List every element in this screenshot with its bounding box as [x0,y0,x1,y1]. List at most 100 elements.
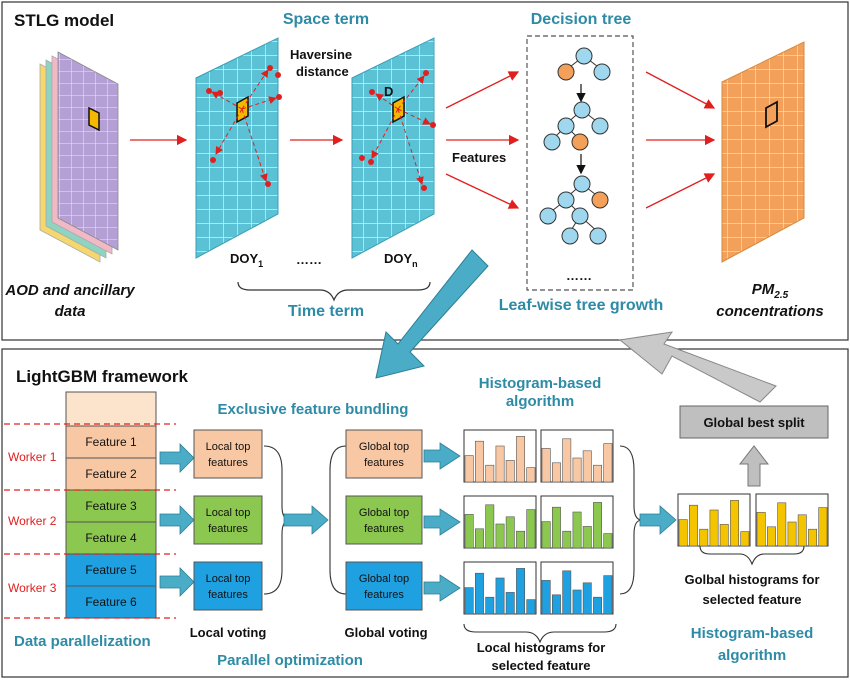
leaf-wise-label: Leaf-wise tree growth [499,297,663,314]
tree-1 [557,47,611,81]
histogram-bar [495,445,505,483]
histogram-bar [464,514,474,549]
histogram-bar [719,524,729,547]
histogram-bar [562,570,572,615]
time-term-label: Time term [288,303,364,320]
histogram-bar [541,448,551,483]
feature-1-label: Feature 1 [85,435,137,449]
efb-label: Exclusive feature bundling [218,401,409,418]
histogram-bar [464,455,474,483]
space-term-label: Space term [283,11,369,28]
histogram-bar [688,504,698,547]
golbal-hist-line1: Golbal histograms for [684,572,819,587]
global-top-box-3 [345,561,423,611]
doy1-label: DOY1 [230,251,263,269]
global-top-box-1 [345,429,423,479]
stlg-title: STLG model [14,11,114,30]
tree-3 [539,175,609,245]
global-top-3-line1: Global top [359,573,409,585]
local-top-2-line2: features [208,523,248,535]
global-top-3-line2: features [364,589,404,601]
local-hist-brace [463,623,617,644]
histogram-bar [740,531,750,547]
histogram-bar [562,438,572,483]
local-top-box-1 [193,429,263,479]
local-voting-label: Local voting [190,625,267,640]
data-parallelization-label: Data parallelization [14,633,151,650]
distance-label: D [384,84,393,99]
histogram-bar [541,521,551,549]
global-top-2-line2: features [364,523,404,535]
decision-tree-box [526,35,634,291]
local-top-2-line1: Local top [206,507,251,519]
global-voting-label: Global voting [344,625,427,640]
pm25-label-line2: concentrations [716,303,824,320]
golbal-hist-line2: selected feature [703,592,802,607]
histogram-bar [485,504,495,549]
worker-3-label: Worker 3 [8,581,57,595]
histogram-bar [474,440,484,483]
feature-4-label: Feature 4 [85,531,137,545]
tree-to-pm-arrows [645,71,716,209]
histogram-bar [551,594,561,615]
aod-data-stack [39,51,119,263]
histogram-bar [485,596,495,615]
hist-top-line2: algorithm [506,393,574,410]
histogram-bar [777,502,787,547]
local-top-3-line2: features [208,589,248,601]
histogram-bar [505,516,515,549]
global-hist-brace [699,545,805,566]
histogram-bar [495,523,505,549]
histogram-bar [582,450,592,483]
global-top-1-line1: Global top [359,441,409,453]
histogram-bar [603,575,613,615]
down-left-big-arrow [375,249,489,379]
histogram-bar [818,507,828,547]
global-top-2-line1: Global top [359,507,409,519]
histogram-bar [603,443,613,483]
histogram-area [463,429,829,615]
histogram-bar [730,500,740,547]
space-grid-doyn [351,37,436,259]
doyn-label: DOYn [384,251,418,269]
worker-1-label: Worker 1 [8,450,57,464]
histogram-bar [756,512,766,547]
lightgbm-title: LightGBM framework [16,367,188,386]
feature-6-label: Feature 6 [85,595,137,609]
haversine-label-line1: Haversine [290,47,352,62]
local-hist-line2: selected feature [492,658,591,673]
aod-label-line1: AOD and ancillary [4,282,135,299]
histogram-bar [505,460,515,483]
haversine-label-line2: distance [296,64,349,79]
histogram-bar [603,533,613,549]
local-hist-line1: Local histograms for [477,640,606,655]
worker-separators [4,423,176,619]
local-top-1-line1: Local top [206,441,251,453]
global-best-split-box [679,405,829,439]
space-grid-doy1 [195,37,282,259]
to-global-arrow [283,505,329,535]
feature-2-label: Feature 2 [85,467,137,481]
histogram-bar [593,596,603,615]
histogram-bar [541,580,551,615]
parallel-optimization-label: Parallel optimization [217,652,363,669]
worker-2-label: Worker 2 [8,514,57,528]
histogram-bar [797,514,807,547]
histogram-bar [572,511,582,549]
up-left-big-arrow [618,331,777,403]
local-top-1-line2: features [208,457,248,469]
time-term-brace [237,281,431,302]
histogram-bar [593,502,603,549]
histogram-bar [516,530,526,549]
global-top-1-line2: features [364,457,404,469]
features-arrows [445,71,520,209]
histogram-bar [474,528,484,549]
histogram-bar [474,572,484,615]
tree-2 [543,101,609,151]
histogram-bar [485,464,495,483]
histogram-bar [678,519,688,547]
histogram-bar [551,462,561,483]
feature-5-label: Feature 5 [85,563,137,577]
